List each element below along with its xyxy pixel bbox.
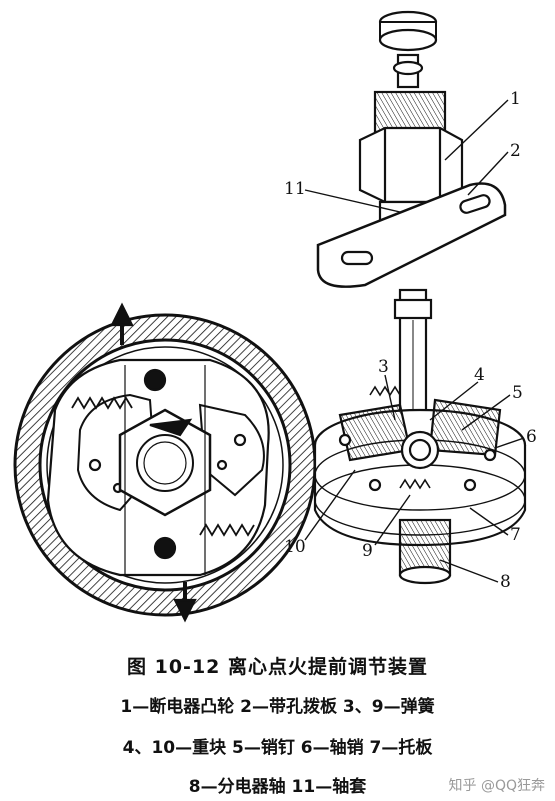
assembly-drawing [313, 10, 527, 585]
callout-7: 7 [510, 525, 521, 545]
callout-3: 3 [378, 357, 389, 377]
top-view-drawing [13, 302, 317, 623]
callout-6: 6 [526, 427, 537, 447]
diagram-figure: 1 2 3 4 5 6 7 8 9 10 11 [13, 10, 537, 623]
figure-title: 图 10-12 离心点火提前调节装置 [127, 656, 428, 678]
callout-10: 10 [284, 537, 306, 557]
leader-lines [304, 99, 525, 583]
legend-line-3: 8—分电器轴 11—轴套 [188, 777, 367, 797]
callout-1: 1 [510, 89, 521, 109]
legend-line-2: 4、10—重块 5—销钉 6—轴销 7—托板 [122, 738, 433, 758]
callout-11: 11 [284, 179, 306, 199]
callout-2: 2 [510, 141, 521, 161]
watermark-text: 知乎 @QQ狂奔 [448, 778, 546, 794]
legend-line-1: 1—断电器凸轮 2—带孔拨板 3、9—弹簧 [120, 697, 435, 717]
callout-9: 9 [362, 541, 373, 561]
callout-4: 4 [474, 365, 485, 385]
callout-8: 8 [500, 572, 511, 592]
callout-5: 5 [512, 383, 523, 403]
callout-labels: 1 2 3 4 5 6 7 8 9 10 11 [284, 89, 537, 592]
